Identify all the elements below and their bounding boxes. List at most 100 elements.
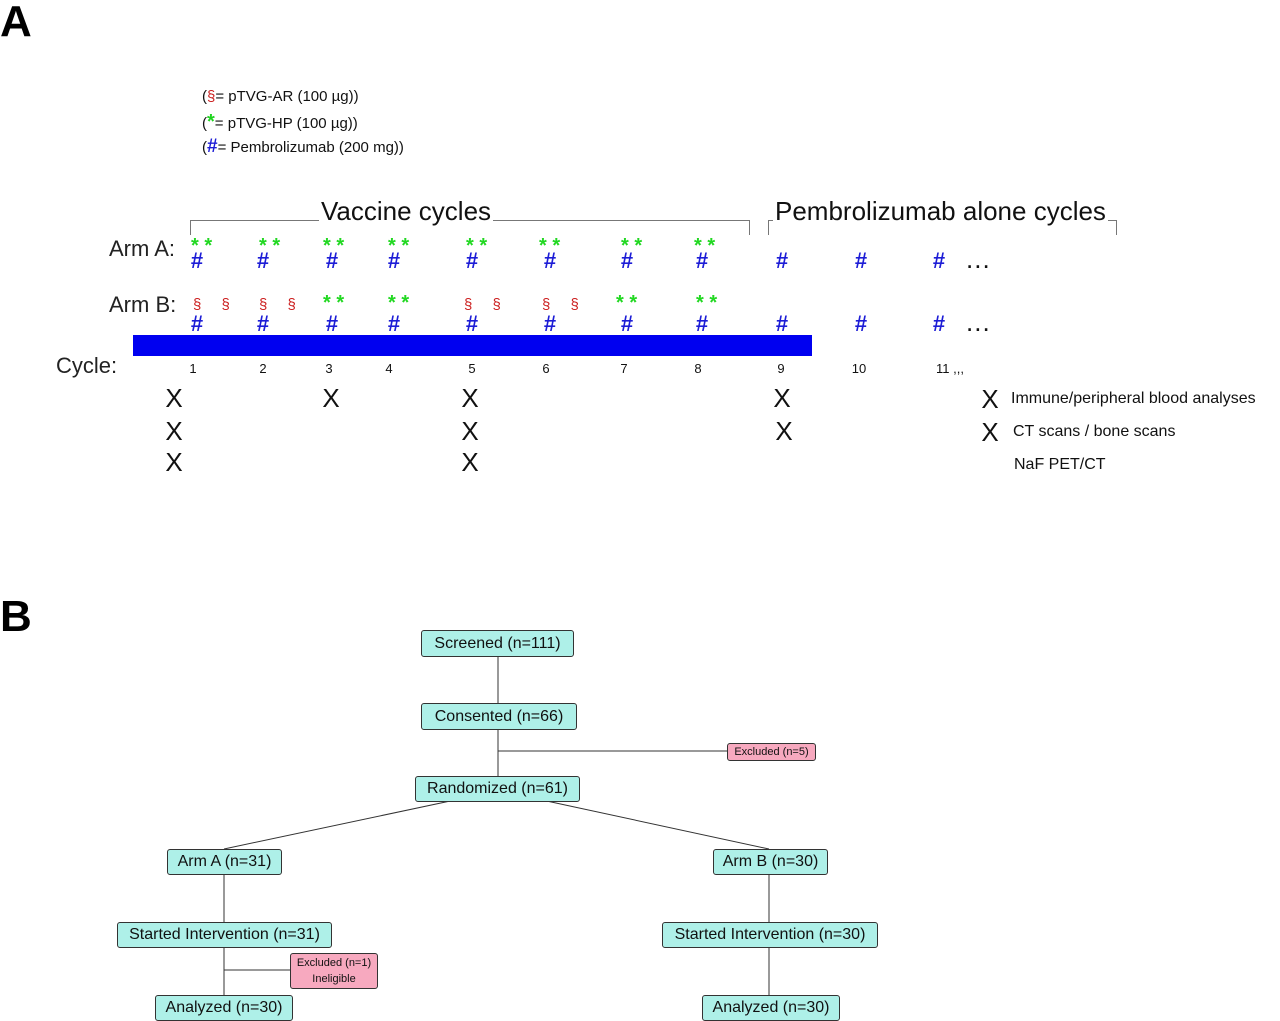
arm-b-pembro-cycle-5: # <box>465 311 479 336</box>
ct-scan-marker: X <box>165 416 183 446</box>
randomized-box: Randomized (n=61) <box>415 776 580 802</box>
arm-b-vaccine-cycle-4: * * <box>388 292 410 314</box>
immune-analysis-marker: X <box>322 383 340 413</box>
arm-a-vaccine-cycle-5: * * <box>466 235 488 257</box>
arm-b-pembro-cycle-11: # <box>932 311 946 336</box>
arm-b-pembro-cycle-3: # <box>325 311 339 336</box>
arm-b-pembro-cycle-10: # <box>854 311 868 336</box>
assessment-legend-marker: X <box>981 417 999 447</box>
arm-a-pembro-cycle-9: # <box>775 248 789 273</box>
naf-pet-marker: X <box>165 447 183 477</box>
cycle-number: 1 <box>189 361 197 376</box>
legend-open-paren: ( <box>202 115 207 132</box>
excluded-arm-a-box: Excluded (n=1) Ineligible <box>290 953 378 989</box>
arm-a-vaccine-cycle-1: * * <box>191 235 213 257</box>
naf-pet-marker: X <box>461 447 479 477</box>
arm-b-vaccine-cycle-8: * * <box>696 292 718 314</box>
immune-analysis-marker: X <box>165 383 183 413</box>
arm-b-label: Arm B: <box>109 292 177 317</box>
arm-a-vaccine-cycle-2: * * <box>259 235 281 257</box>
arm-a-pembro-cycle-11: # <box>932 248 946 273</box>
arm-a-pembro-cycle-7: # <box>620 248 634 273</box>
connector-randomized-arm-b <box>541 799 770 850</box>
immune-analysis-marker: X <box>461 383 479 413</box>
cycle-number: 11 ,,, <box>936 361 964 376</box>
arm-a-vaccine-cycle-6: * * <box>539 235 561 257</box>
cycle-number: 5 <box>468 361 476 376</box>
screened-box: Screened (n=111) <box>421 630 574 657</box>
cycle-number: 10 <box>851 361 867 376</box>
panel-a-letter: A <box>0 0 32 46</box>
cycle-number: 7 <box>620 361 628 376</box>
excluded-consent-text: Excluded (n=5) <box>734 745 809 758</box>
analyzed-a-box: Analyzed (n=30) <box>155 995 293 1021</box>
star-symbol-icon: * <box>207 111 215 133</box>
legend-pembrolizumab: (#= Pembrolizumab (200 mg)) <box>202 137 404 158</box>
cycle-number: 8 <box>694 361 702 376</box>
consented-box: Consented (n=66) <box>421 703 577 730</box>
arm-b-vaccine-cycle-7: * * <box>616 292 638 314</box>
legend-text: = pTVG-AR (100 µg)) <box>215 88 359 105</box>
arm-b-vaccine-cycle-1: § § <box>193 296 238 313</box>
arm-b-pembro-cycle-7: # <box>620 311 634 336</box>
arm-b-vaccine-cycle-6: § § <box>542 296 587 313</box>
analyzed-b-box: Analyzed (n=30) <box>702 995 840 1021</box>
arm-b-pembro-cycle-8: # <box>695 311 709 336</box>
legend-ptvg-hp: (*= pTVG-HP (100 µg)) <box>202 112 358 134</box>
arm-a-vaccine-cycle-3: * * <box>323 235 345 257</box>
arm-a-pembro-cycle-10: # <box>854 248 868 273</box>
assessment-label-ct: CT scans / bone scans <box>1013 423 1176 440</box>
arm-b-vaccine-cycle-3: * * <box>323 292 345 314</box>
legend-open-paren: ( <box>202 88 207 105</box>
arm-a-label: Arm A: <box>109 236 176 261</box>
excluded-arm-a-count: Excluded (n=1) <box>296 956 372 969</box>
arm-b-pembro-cycle-2: # <box>256 311 270 336</box>
cycle-number: 6 <box>542 361 550 376</box>
arm-a-pembro-cycle-4: # <box>387 248 401 273</box>
section-symbol-icon: § <box>207 88 216 105</box>
legend-open-paren: ( <box>202 139 207 156</box>
connector-randomized-arm-a <box>223 799 456 850</box>
vaccine-timeline-bar <box>133 335 812 356</box>
arm-b-pembro-cycle-4: # <box>387 311 401 336</box>
arm-b-continuation: ... <box>966 307 991 337</box>
legend-text: = Pembrolizumab (200 mg)) <box>217 139 404 156</box>
hash-symbol-icon: # <box>207 136 218 157</box>
immune-analysis-marker: X <box>773 383 791 413</box>
arm-a-continuation: ... <box>966 244 991 274</box>
cycle-number: 2 <box>259 361 267 376</box>
assessment-label-immune: Immune/peripheral blood analyses <box>1011 390 1256 407</box>
ct-scan-marker: X <box>775 416 793 446</box>
cycle-number: 3 <box>325 361 333 376</box>
arm-a-vaccine-cycle-8: * * <box>694 235 716 257</box>
excluded-arm-a-reason: Ineligible <box>312 973 356 985</box>
assessment-label-naf: NaF PET/CT <box>1014 456 1106 473</box>
arm-b-pembro-cycle-6: # <box>543 311 557 336</box>
arm-a-pembro-cycle-8: # <box>695 248 709 273</box>
arm-b-vaccine-cycle-2: § § <box>259 296 304 313</box>
cycle-number: 9 <box>777 361 785 376</box>
cycle-axis-label: Cycle: <box>56 353 118 378</box>
legend-text: = pTVG-HP (100 µg)) <box>214 115 358 132</box>
arm-b-vaccine-cycle-5: § § <box>464 296 509 313</box>
cycle-number: 4 <box>385 361 393 376</box>
excluded-consent-box: Excluded (n=5) <box>727 743 816 761</box>
arm-b-pembro-cycle-9: # <box>775 311 789 336</box>
arm-a-vaccine-cycle-7: * * <box>621 235 643 257</box>
arm-a-box: Arm A (n=31) <box>167 849 282 875</box>
arm-a-vaccine-cycle-4: * * <box>388 235 410 257</box>
started-intervention-b-box: Started Intervention (n=30) <box>662 922 878 948</box>
arm-a-pembro-cycle-2: # <box>256 248 270 273</box>
arm-a-pembro-cycle-5: # <box>465 248 479 273</box>
pembro-cycles-header: Pembrolizumab alone cycles <box>773 196 1108 226</box>
arm-a-pembro-cycle-3: # <box>325 248 339 273</box>
panel-b-letter: B <box>0 592 32 641</box>
arm-a-pembro-cycle-1: # <box>190 248 204 273</box>
started-intervention-a-box: Started Intervention (n=31) <box>117 922 332 948</box>
arm-b-box: Arm B (n=30) <box>713 849 828 875</box>
arm-a-pembro-cycle-6: # <box>543 248 557 273</box>
ct-scan-marker: X <box>461 416 479 446</box>
assessment-legend-marker: X <box>981 384 999 414</box>
arm-b-pembro-cycle-1: # <box>190 311 204 336</box>
